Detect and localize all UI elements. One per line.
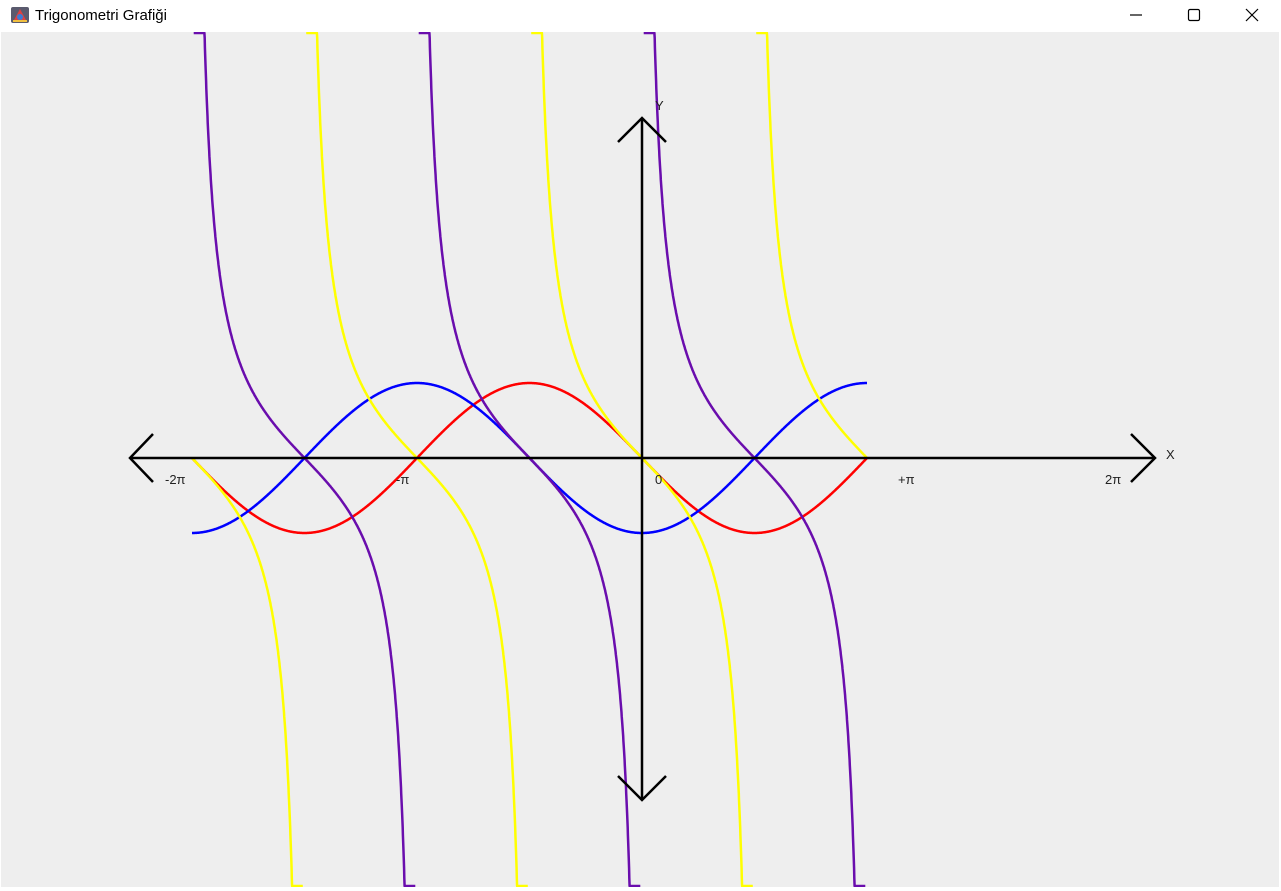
java-app-icon (11, 7, 29, 23)
y-axis-up-arrow (617, 116, 667, 143)
title-bar[interactable]: Trigonometri Grafiği (0, 0, 1281, 32)
x-tick-label: -2π (165, 472, 186, 487)
trig-chart: X Y -2π -π 0 +π 2π (128, 32, 1175, 887)
plot-canvas: X Y -2π -π 0 +π 2π (1, 32, 1279, 887)
x-tick-label: 0 (655, 472, 662, 487)
curve-layer (191, 32, 868, 887)
maximize-icon (1187, 8, 1201, 22)
axes-layer: X Y (128, 98, 1175, 802)
x-axis-right-arrow (1130, 433, 1157, 483)
x-tick-label: 2π (1105, 472, 1121, 487)
tick-label-layer: -2π -π 0 +π 2π (165, 472, 1121, 487)
y-axis-label: Y (655, 98, 664, 113)
curve-cot (194, 33, 867, 886)
maximize-button[interactable] (1165, 0, 1223, 30)
x-axis-left-arrow (128, 433, 154, 483)
minimize-button[interactable] (1107, 0, 1165, 30)
x-tick-label: +π (898, 472, 915, 487)
curve-neg-sin (191, 381, 868, 535)
x-tick-label: -π (396, 472, 409, 487)
x-axis-label: X (1166, 447, 1175, 462)
minimize-icon (1130, 14, 1142, 16)
close-icon (1245, 8, 1259, 22)
close-button[interactable] (1223, 0, 1281, 30)
window-title: Trigonometri Grafiği (35, 7, 167, 24)
y-axis-down-arrow (617, 775, 667, 802)
